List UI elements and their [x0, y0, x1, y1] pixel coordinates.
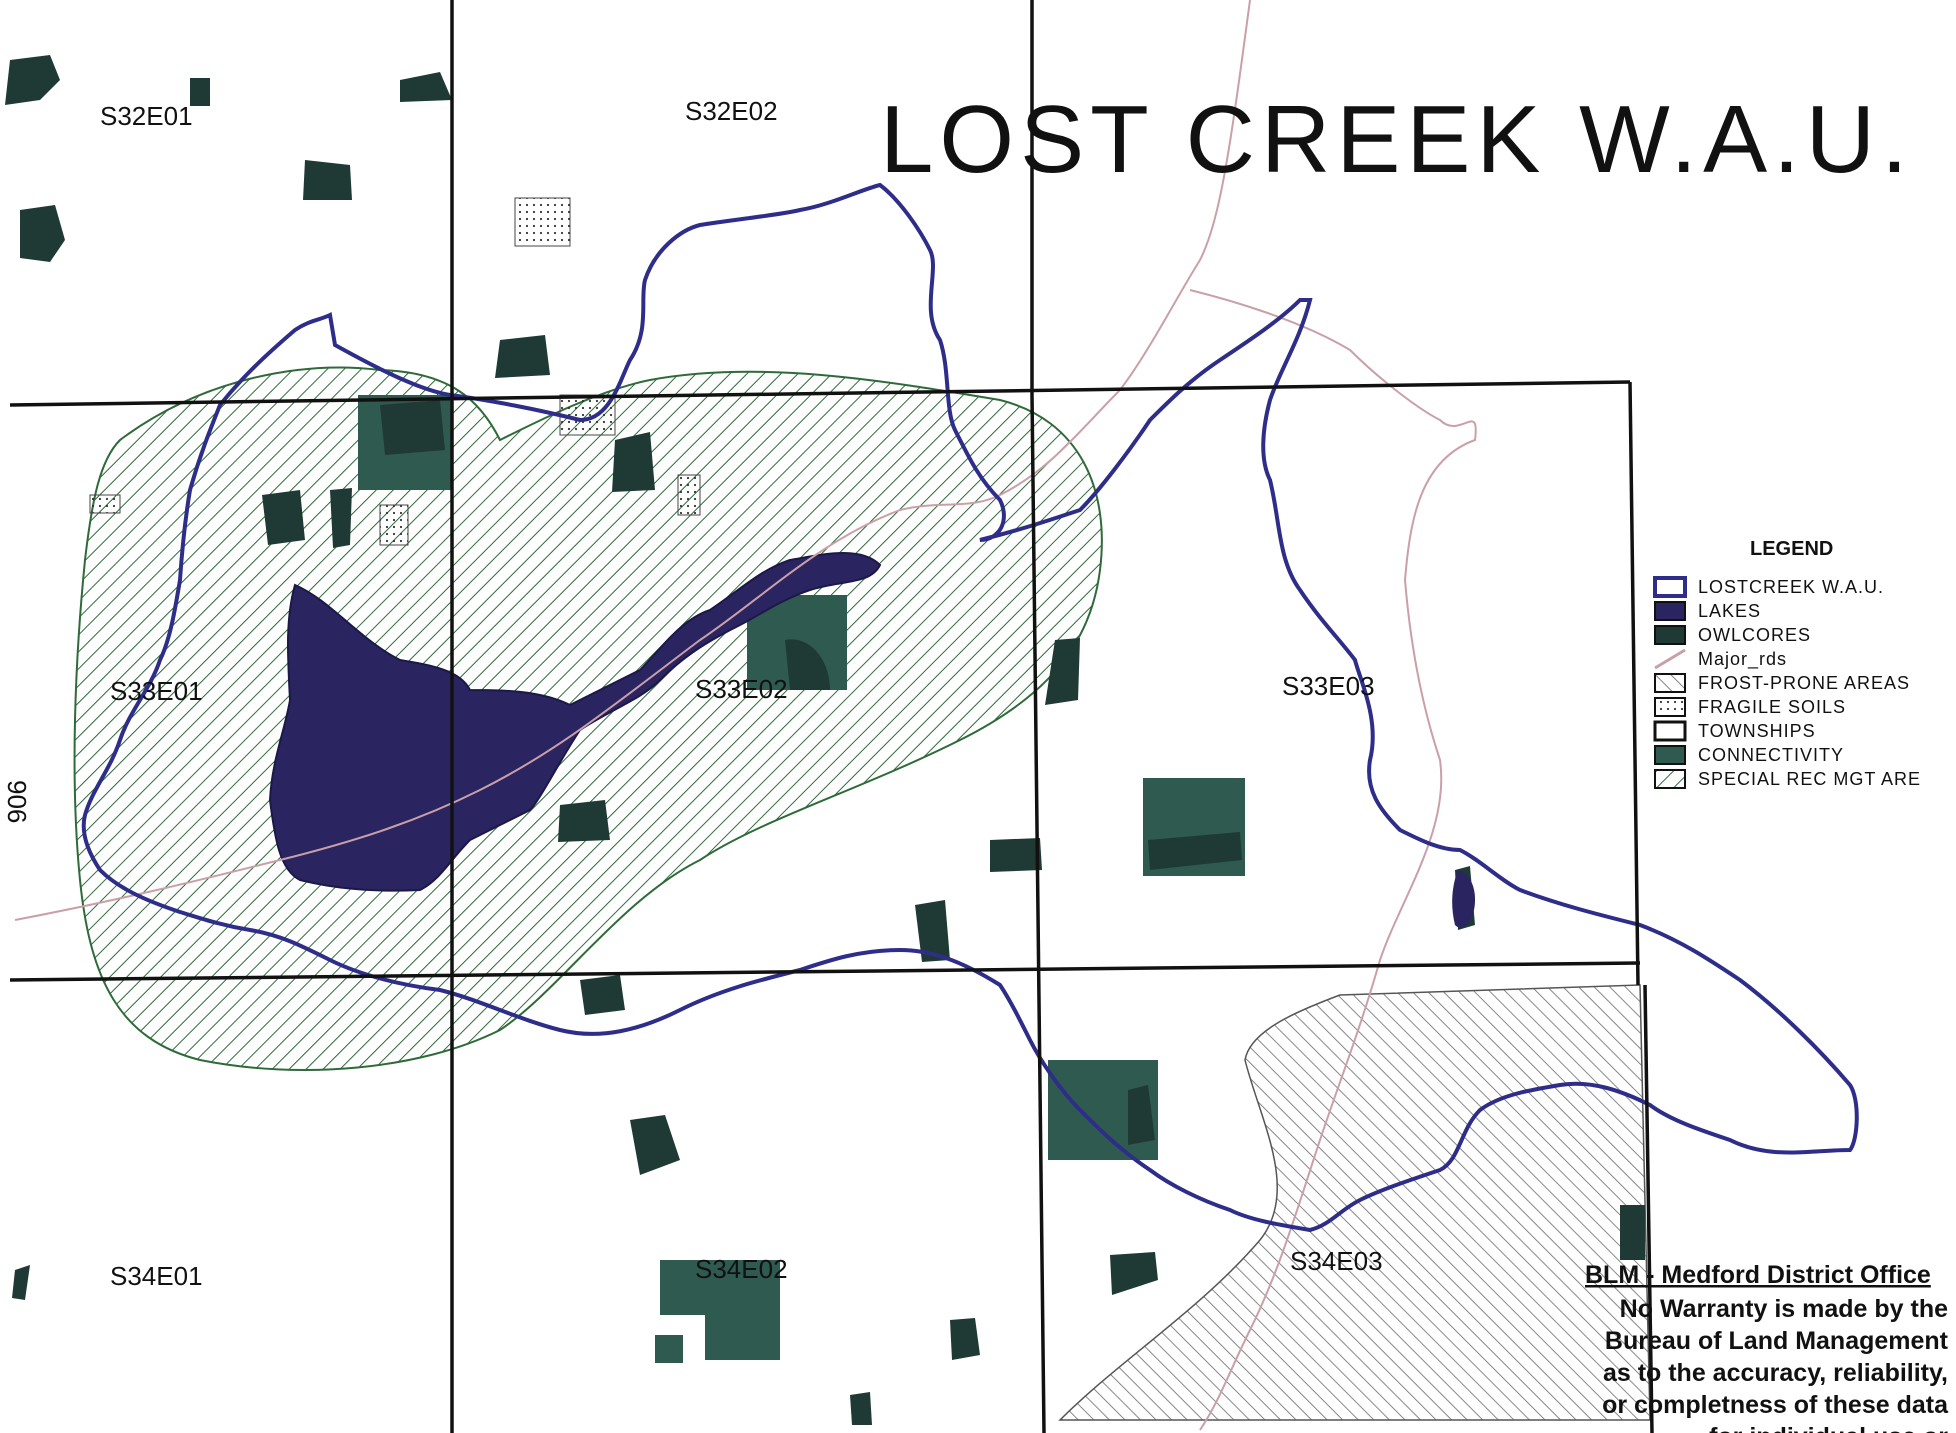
- disclaimer-line: or completness of these data: [1602, 1391, 1949, 1419]
- legend-item-lake: LAKES: [1654, 601, 1761, 621]
- legend-label: CONNECTIVITY: [1698, 745, 1844, 765]
- legend-swatch-boundary: [1653, 576, 1687, 598]
- township-label-s33e01: S33E01: [110, 676, 203, 706]
- legend-label: Major_rds: [1698, 649, 1787, 670]
- road-line-icon: [1654, 648, 1686, 670]
- lost-creek-lake: [268, 552, 882, 892]
- road-label: 906: [2, 780, 32, 823]
- legend-label: TOWNSHIPS: [1698, 721, 1816, 741]
- owlcores: [5, 55, 1645, 1425]
- legend-swatch-township: [1653, 720, 1687, 742]
- legend-swatch-owlcore: [1654, 625, 1686, 645]
- major-roads: [14, 0, 1477, 1431]
- legend-item-road: Major_rds: [1654, 648, 1787, 670]
- legend-label: FRAGILE SOILS: [1698, 697, 1846, 717]
- lake-small: [1452, 870, 1476, 928]
- legend-item-boundary: LOSTCREEK W.A.U.: [1653, 576, 1884, 598]
- legend-label: SPECIAL REC MGT ARE: [1698, 769, 1921, 789]
- map-title: LOST CREEK W.A.U.: [880, 86, 1914, 193]
- legend-title: LEGEND: [1750, 538, 1833, 560]
- township-label-s32e02: S32E02: [685, 96, 778, 126]
- legend-item-connectivity: CONNECTIVITY: [1654, 745, 1844, 765]
- disclaimer-line: as to the accuracy, reliability,: [1603, 1359, 1948, 1387]
- legend-swatch-lake: [1654, 601, 1686, 621]
- legend-swatch-specialrec: [1654, 769, 1686, 789]
- disclaimer-line: No Warranty is made by the: [1620, 1295, 1948, 1323]
- disclaimer-line: for individual use or: [1709, 1423, 1948, 1433]
- legend-swatch-connectivity: [1654, 745, 1686, 765]
- legend-item-frost: FROST-PRONE AREAS: [1654, 673, 1910, 693]
- legend-label: OWLCORES: [1698, 625, 1811, 645]
- legend-item-specialrec: SPECIAL REC MGT ARE: [1654, 769, 1921, 789]
- township-label-s33e03: S33E03: [1282, 671, 1375, 701]
- township-label-s34e03: S34E03: [1290, 1246, 1383, 1276]
- legend-item-owlcore: OWLCORES: [1654, 625, 1811, 645]
- fragile-soils: [89, 197, 701, 546]
- legend-label: FROST-PRONE AREAS: [1698, 673, 1910, 693]
- legend: LEGEND LOSTCREEK W.A.U. LAKES OWLCORES Majo…: [1653, 538, 1921, 789]
- wau-boundary: [81, 182, 1859, 1233]
- legend-swatch-fragile: [1654, 697, 1686, 717]
- township-label-s32e01: S32E01: [100, 101, 193, 131]
- disclaimer: BLM - Medford District Office No Warrant…: [1585, 1261, 1949, 1433]
- legend-label: LOSTCREEK W.A.U.: [1698, 577, 1884, 597]
- disclaimer-office: BLM - Medford District Office: [1585, 1261, 1931, 1289]
- legend-item-fragile: FRAGILE SOILS: [1654, 697, 1846, 717]
- legend-swatch-frost: [1654, 673, 1686, 693]
- legend-item-township: TOWNSHIPS: [1653, 720, 1816, 742]
- legend-label: LAKES: [1698, 601, 1761, 621]
- township-lines: [9, 0, 1654, 1433]
- township-label-s33e02: S33E02: [695, 674, 788, 704]
- township-label-s34e02: S34E02: [695, 1254, 788, 1284]
- township-label-s34e01: S34E01: [110, 1261, 203, 1291]
- disclaimer-line: Bureau of Land Management: [1605, 1327, 1949, 1355]
